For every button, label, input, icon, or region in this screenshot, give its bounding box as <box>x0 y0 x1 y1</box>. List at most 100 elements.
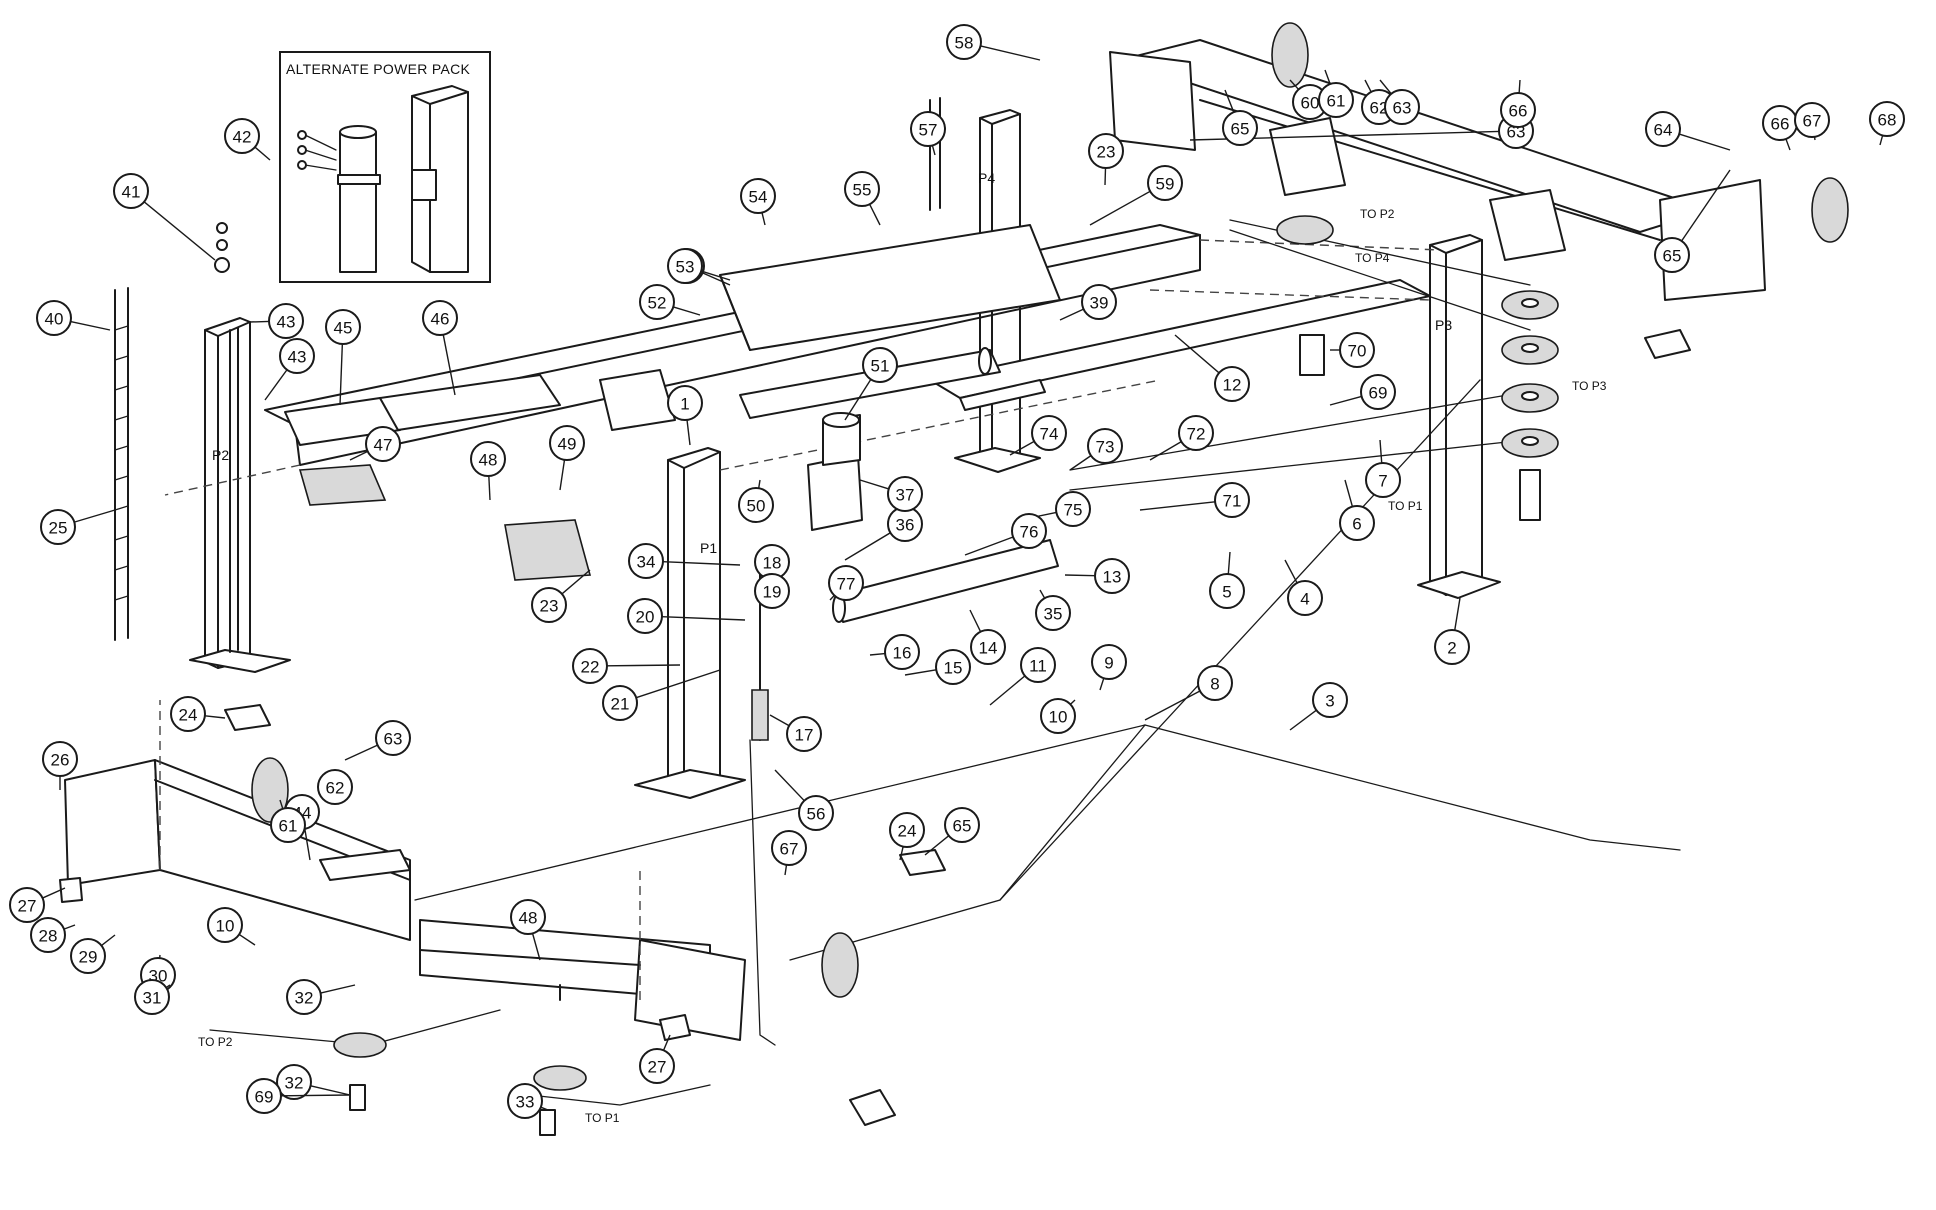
callout-number: 57 <box>919 121 938 140</box>
callout-circle <box>828 565 864 601</box>
callout-53: 53 <box>667 248 703 284</box>
callout-circle <box>317 769 353 805</box>
leader-line <box>561 569 591 595</box>
callout-number: 65 <box>953 817 972 836</box>
callout-number: 24 <box>898 822 917 841</box>
callout-66: 66 <box>1762 105 1798 141</box>
callout-39: 39 <box>1081 284 1117 320</box>
leader-line <box>1069 699 1076 705</box>
callout-4: 4 <box>1287 580 1323 616</box>
callout-number: 28 <box>39 927 58 946</box>
callout-number: 24 <box>179 706 198 725</box>
callout-number: 13 <box>1103 568 1122 587</box>
leader-line <box>488 475 491 501</box>
leader-line <box>74 509 116 523</box>
callout-number: 51 <box>871 357 890 376</box>
callout-circle <box>1434 629 1470 665</box>
leader-line <box>1364 79 1372 93</box>
callout-number: 23 <box>1097 143 1116 162</box>
callout-number: 54 <box>749 188 768 207</box>
callout-circle <box>224 118 260 154</box>
leader-line <box>1039 589 1046 599</box>
callout-number: 39 <box>1090 294 1109 313</box>
callout-circle <box>279 338 315 374</box>
callout-71: 71 <box>1214 482 1250 518</box>
leader-line <box>1324 69 1331 85</box>
inset-title: ALTERNATE POWER PACK <box>286 61 470 77</box>
callout-number: 63 <box>384 730 403 749</box>
leader-line <box>829 594 835 601</box>
callout-63: 63 <box>375 720 411 756</box>
callout-73: 73 <box>1087 428 1123 464</box>
callout-number: 20 <box>636 608 655 627</box>
callout-number: 55 <box>853 181 872 200</box>
callout-circle <box>30 917 66 953</box>
callout-number: 32 <box>295 989 314 1008</box>
callout-circle <box>1287 580 1323 616</box>
callout-number: 37 <box>896 486 915 505</box>
leader-line <box>844 532 891 561</box>
callout-circle <box>738 487 774 523</box>
leader-line <box>784 864 788 876</box>
callout-56: 56 <box>798 795 834 831</box>
leader-line <box>701 270 731 281</box>
post-label-p2: P2 <box>212 447 229 463</box>
callout-number: 69 <box>255 1088 274 1107</box>
callout-circle <box>754 573 790 609</box>
callout-37: 37 <box>887 476 923 512</box>
callout-number: 62 <box>1370 99 1389 118</box>
leader-line <box>279 799 284 810</box>
callout-1: 1 <box>667 385 703 421</box>
cable-route-label: TO P3 <box>1572 379 1607 393</box>
callout-55: 55 <box>844 171 880 207</box>
leader-line <box>1379 79 1392 95</box>
post-label-p4: P4 <box>978 170 995 186</box>
leader-line <box>310 1085 351 1096</box>
callout-6: 6 <box>1339 505 1375 541</box>
callout-circle <box>270 807 306 843</box>
callout-circle <box>1094 558 1130 594</box>
leader-line <box>859 479 889 490</box>
post-label-p3: P3 <box>1435 317 1452 333</box>
callout-10: 10 <box>1040 698 1076 734</box>
callout-14: 14 <box>970 629 1006 665</box>
callout-58: 58 <box>946 24 982 60</box>
callout-61: 61 <box>1318 82 1354 118</box>
leader-line <box>349 450 369 461</box>
callout-number: 8 <box>1210 675 1219 694</box>
callout-number: 75 <box>1064 501 1083 520</box>
callout-43: 43 <box>279 338 315 374</box>
callout-circle <box>667 385 703 421</box>
callout-circle <box>1055 491 1091 527</box>
callout-number: 73 <box>1096 438 1115 457</box>
callout-69: 69 <box>246 1078 282 1114</box>
callout-63: 63 <box>1384 89 1420 125</box>
callout-23: 23 <box>1088 133 1124 169</box>
leader-line <box>1069 455 1092 471</box>
callout-number: 76 <box>1020 523 1039 542</box>
callout-17: 17 <box>786 716 822 752</box>
callout-circle <box>365 426 401 462</box>
leader-line <box>100 934 116 947</box>
callout-circle <box>170 696 206 732</box>
leader-line <box>1379 439 1383 464</box>
leader-line <box>1518 79 1521 94</box>
callout-3: 3 <box>1312 682 1348 718</box>
callout-circle <box>1178 415 1214 451</box>
leader-line <box>540 1106 549 1111</box>
callout-circle <box>549 425 585 461</box>
leader-line <box>769 714 790 727</box>
callout-65: 65 <box>944 807 980 843</box>
leader-line <box>1344 479 1354 507</box>
callout-circle <box>268 303 304 339</box>
callout-65: 65 <box>1654 237 1690 273</box>
callout-circle <box>1214 366 1250 402</box>
leader-line <box>264 369 288 401</box>
callout-circle <box>1360 374 1396 410</box>
callout-circle <box>1365 462 1401 498</box>
leader-line <box>70 320 111 331</box>
post-label-p1: P1 <box>700 540 717 556</box>
callout-circle <box>1035 595 1071 631</box>
leader-line <box>1009 440 1035 456</box>
